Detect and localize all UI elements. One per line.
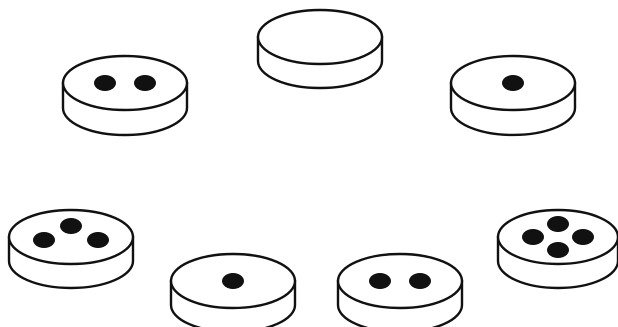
disk-top-face	[258, 10, 382, 64]
dot-marker	[369, 273, 391, 289]
dot-marker	[572, 229, 594, 245]
disk-top-face	[63, 56, 187, 110]
dot-marker	[547, 216, 569, 232]
disk-lower-right	[498, 210, 618, 288]
disk-top-face	[338, 254, 462, 308]
disk-bottom-right	[338, 254, 462, 327]
dot-marker	[87, 232, 109, 248]
dot-marker	[409, 273, 431, 289]
disk-bottom-left	[171, 254, 295, 327]
dot-marker	[60, 218, 82, 234]
dot-marker	[134, 75, 156, 91]
disk-top-center	[258, 10, 382, 88]
disk-upper-left	[63, 56, 187, 135]
disk-lower-left	[9, 210, 133, 288]
disk-upper-right	[451, 56, 575, 135]
dot-marker	[94, 75, 116, 91]
dot-marker	[222, 273, 244, 289]
dot-marker	[502, 75, 524, 91]
dot-marker	[522, 229, 544, 245]
dot-marker	[33, 232, 55, 248]
dot-marker	[547, 242, 569, 258]
